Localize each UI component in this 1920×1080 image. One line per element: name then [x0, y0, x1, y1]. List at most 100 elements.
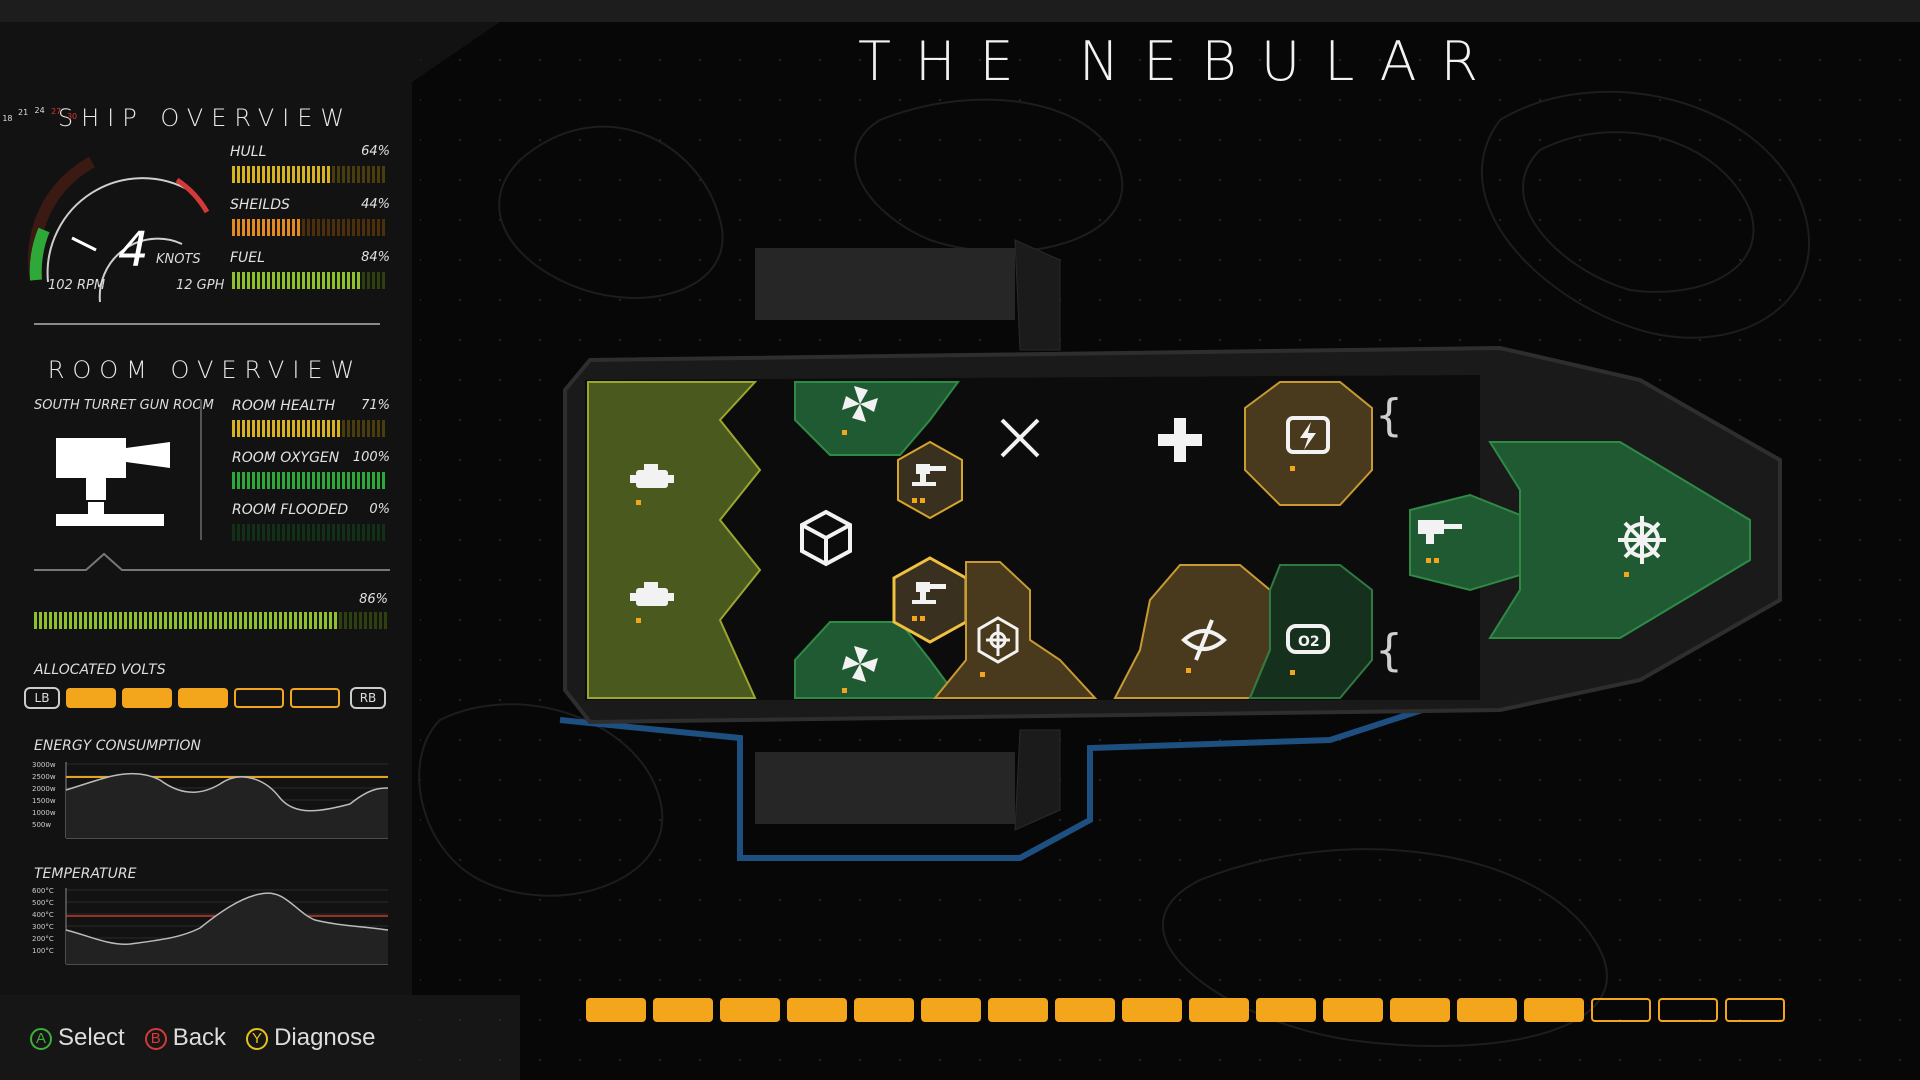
bar-segment — [362, 166, 365, 183]
gauge-tick-label: 27 — [51, 107, 62, 117]
bar-segment — [317, 166, 320, 183]
bar-segment — [317, 472, 320, 489]
bar-segment — [234, 612, 237, 629]
bar-segment — [297, 166, 300, 183]
bar-segment — [237, 524, 240, 541]
bar-segment — [342, 472, 345, 489]
bar-segment — [134, 612, 137, 629]
bar-segment — [257, 219, 260, 236]
stat-fuel: FUEL 84% — [230, 250, 390, 303]
bar-segment — [284, 612, 287, 629]
bar-segment — [372, 472, 375, 489]
gauge-green-arc — [29, 227, 50, 281]
bar-segment — [262, 420, 265, 437]
bar-segment — [382, 219, 385, 236]
bar-segment — [287, 219, 290, 236]
bar-segment — [307, 420, 310, 437]
bar-segment — [307, 166, 310, 183]
medbay-icon — [1158, 418, 1202, 462]
cargo-cube-icon — [800, 509, 852, 567]
bar-segment — [312, 472, 315, 489]
bar-segment — [372, 166, 375, 183]
gauge-needle — [71, 236, 97, 252]
bar-segment — [237, 166, 240, 183]
bar-segment — [232, 219, 235, 236]
bar-segment — [377, 272, 380, 289]
bar-segment — [262, 166, 265, 183]
vent-room-north[interactable] — [794, 381, 960, 456]
bar-segment — [272, 166, 275, 183]
bar-segment — [357, 166, 360, 183]
contour-lines — [418, 90, 1811, 1047]
bar-segment — [322, 219, 325, 236]
door-north-icon[interactable]: { — [1375, 390, 1403, 441]
bar-segment — [247, 166, 250, 183]
gauge-tick-label: 24 — [34, 106, 45, 115]
engine-room[interactable] — [587, 381, 762, 699]
bar-segment — [312, 420, 315, 437]
bar-segment — [312, 219, 315, 236]
rb-button[interactable]: RB — [350, 687, 386, 709]
bar-segment — [164, 612, 167, 629]
bar-segment — [79, 612, 82, 629]
oxygen-room[interactable] — [1248, 564, 1373, 699]
power-cell — [1122, 998, 1182, 1022]
bar-segment — [382, 166, 385, 183]
bar-segment — [89, 612, 92, 629]
bar-segment — [307, 219, 310, 236]
bar-segment — [357, 472, 360, 489]
stat-room-oxygen: ROOM OXYGEN 100% — [230, 450, 390, 502]
bar-segment — [174, 612, 177, 629]
bar-segment — [327, 166, 330, 183]
bar-segment — [252, 166, 255, 183]
bar-segment — [237, 272, 240, 289]
bar-segment — [297, 472, 300, 489]
bar-segment — [199, 612, 202, 629]
bar-segment — [377, 166, 380, 183]
energy-line — [65, 772, 389, 812]
turret-room-icon — [56, 438, 170, 526]
temperature-area — [66, 893, 388, 964]
volt-cell — [178, 688, 228, 708]
bar-segment — [237, 219, 240, 236]
bar-segment — [267, 524, 270, 541]
lb-button[interactable]: LB — [24, 687, 60, 709]
bar-segment — [44, 612, 47, 629]
bar-segment — [327, 524, 330, 541]
bar-segment — [184, 612, 187, 629]
bar-segment — [247, 472, 250, 489]
bar-segment — [237, 472, 240, 489]
temperature-tick: 600°C — [32, 887, 54, 895]
stat-value: 0% — [369, 502, 390, 517]
bar-segment — [297, 219, 300, 236]
power-cell — [854, 998, 914, 1022]
allocated-volts-bar[interactable] — [66, 688, 346, 710]
bar-segment — [277, 420, 280, 437]
bar-segment — [232, 166, 235, 183]
bar-segment — [347, 219, 350, 236]
door-south-icon[interactable]: { — [1375, 625, 1403, 676]
bar-segment — [342, 166, 345, 183]
stat-value: 71% — [361, 398, 390, 413]
bar-segment — [267, 420, 270, 437]
bar-segment — [302, 272, 305, 289]
bar-segment — [332, 524, 335, 541]
bar-segment — [382, 524, 385, 541]
bar-segment — [249, 612, 252, 629]
energy-chart-label: ENERGY CONSUMPTION — [34, 738, 201, 754]
engine-icon — [630, 464, 674, 488]
bar-segment — [224, 612, 227, 629]
power-cell — [787, 998, 847, 1022]
radar-room[interactable] — [932, 561, 1098, 699]
bar-segment — [327, 219, 330, 236]
bar-segment — [189, 612, 192, 629]
rpm-readout: 102 RPM — [48, 278, 106, 293]
bar-segment — [149, 612, 152, 629]
bar-segment — [367, 272, 370, 289]
volt-cell — [290, 688, 340, 708]
temperature-line — [65, 892, 389, 945]
